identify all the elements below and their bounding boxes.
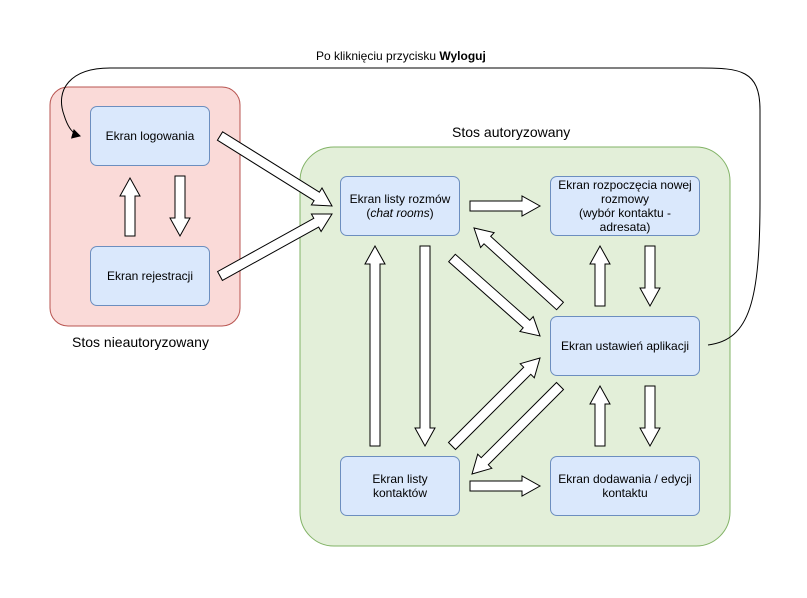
arrow-add-contact-to-settings [589, 384, 611, 447]
arrow-register-to-chat-list [216, 213, 333, 282]
arrow-settings-to-new-chat [589, 244, 611, 307]
new-chat-screen-label-line3: (wybór kontaktu - adresata) [578, 206, 672, 234]
chat-list-screen-node[interactable]: Ekran listy rozmów (chat rooms) [340, 176, 460, 236]
arrow-contacts-to-add-contact [469, 475, 542, 497]
arrow-settings-to-contacts [471, 381, 565, 475]
register-screen-label: Ekran rejestracji [106, 269, 194, 283]
arrow-contacts-to-chat-list [364, 244, 386, 447]
arrow-chat-list-to-settings [447, 253, 541, 337]
group-authorized [299, 146, 731, 547]
arrow-login-to-register [169, 175, 191, 238]
settings-screen-label: Ekran ustawień aplikacji [560, 339, 690, 353]
arrow-chat-list-to-new-chat [469, 195, 542, 217]
new-chat-screen-node[interactable]: Ekran rozpoczęcia nowej rozmowy (wybór k… [550, 176, 700, 236]
login-screen-label: Ekran logowania [105, 129, 195, 143]
add-edit-contact-screen-node[interactable]: Ekran dodawania / edycji kontaktu [550, 456, 700, 516]
group-label-authorized: Stos autoryzowany [452, 124, 571, 140]
add-edit-contact-screen-label-line1: Ekran dodawania / edycji [558, 472, 692, 486]
add-edit-contact-screen-label-line2: kontaktu [602, 486, 648, 500]
settings-screen-node[interactable]: Ekran ustawień aplikacji [550, 316, 700, 376]
group-label-unauthorized: Stos nieautoryzowany [72, 334, 209, 350]
contacts-screen-label: Ekran listy kontaktów [372, 472, 428, 500]
arrow-new-chat-to-settings [639, 245, 661, 308]
login-screen-node[interactable]: Ekran logowania [90, 106, 210, 166]
new-chat-screen-label-line1: Ekran rozpoczęcia nowej [558, 178, 692, 192]
logout-edge [60, 67, 761, 346]
logout-edge-label: Po kliknięciu przycisku Wyloguj [316, 49, 486, 63]
arrow-contacts-to-settings [447, 357, 541, 451]
contacts-screen-node[interactable]: Ekran listy kontaktów [340, 456, 460, 516]
arrow-settings-to-add-contact [639, 385, 661, 448]
arrow-login-to-chat-list [216, 131, 333, 207]
arrow-register-to-login [119, 176, 141, 237]
chat-list-screen-sublabel: (chat rooms) [366, 206, 434, 220]
arrow-settings-to-chat-list [473, 227, 565, 311]
register-screen-node[interactable]: Ekran rejestracji [90, 246, 210, 306]
chat-list-screen-label: Ekran listy rozmów [349, 192, 451, 206]
arrow-chat-list-to-contacts [414, 245, 436, 448]
new-chat-screen-label-line2: rozmowy [600, 192, 649, 206]
